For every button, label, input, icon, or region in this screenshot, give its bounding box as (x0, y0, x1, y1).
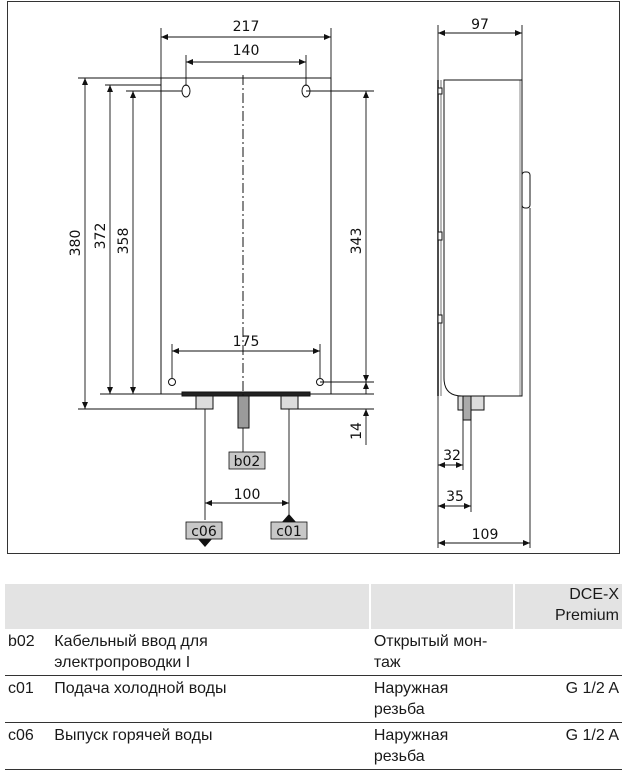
row-value (513, 629, 622, 676)
row-value: G 1/2 A (513, 722, 622, 770)
b02-label-box (228, 451, 266, 470)
model-name-line1: DCE-X (569, 586, 619, 603)
technical-drawing: 217 140 175 100 380 372 358 343 14 b02 c… (68, 17, 531, 548)
connection-labels: b02 c06 c01 (185, 428, 308, 547)
row-description: Кабельный ввод для электропроводки I (51, 629, 371, 676)
dim-height-372: 372 (93, 223, 109, 250)
side-control-knob (521, 171, 531, 209)
front-view (160, 75, 332, 429)
dim-depth-top: 97 (471, 17, 489, 33)
table-row: b02 Кабельный ввод для электропроводки I… (5, 629, 622, 676)
c06-outlet-arrow (198, 539, 212, 547)
row-type: Наружная резьба (369, 722, 515, 770)
row-type: Наружная резьба (369, 675, 515, 723)
dim-height-total: 380 (68, 230, 84, 257)
row-value: G 1/2 A (513, 675, 622, 723)
side-view (437, 79, 531, 421)
dim-offset-32: 32 (443, 448, 461, 464)
dim-bottom-holes: 175 (233, 334, 260, 350)
row-code: c06 (5, 722, 52, 770)
front-dimension-lines (78, 28, 374, 520)
model-header: DCE-X Premium (513, 584, 622, 629)
table-row: c06 Выпуск горячей воды Наружная резьба … (5, 722, 622, 770)
row-description: Выпуск горячей воды (51, 722, 371, 770)
front-bottom-cover (181, 391, 311, 397)
b02-label: b02 (234, 454, 261, 470)
c06-label: c06 (191, 524, 217, 540)
row-code: b02 (5, 629, 52, 676)
c01-inlet-arrow (282, 514, 296, 522)
drawing-frame (7, 1, 620, 554)
c06-pipe (195, 395, 214, 410)
model-name-line2: Premium (554, 607, 619, 624)
row-type: Открытый мон- таж (369, 629, 515, 676)
dim-top-holes: 140 (233, 43, 260, 59)
dim-connection-spacing: 100 (234, 487, 261, 503)
side-pipe (462, 395, 472, 421)
dim-height-343: 343 (349, 228, 365, 255)
c01-pipe (280, 395, 299, 410)
dim-offset-35: 35 (446, 489, 464, 505)
top-left-hole (181, 84, 191, 98)
dim-height-14: 14 (349, 422, 365, 440)
dim-width-total: 217 (233, 19, 260, 35)
b02-cable-entry (237, 395, 250, 429)
dim-depth-total: 109 (472, 527, 499, 543)
side-dimension-lines (437, 25, 531, 548)
bottom-left-hole (168, 378, 176, 386)
row-code: c01 (5, 675, 52, 723)
side-body-outline (443, 79, 523, 397)
c01-label: c01 (276, 524, 302, 540)
dim-height-358: 358 (116, 228, 132, 255)
table-row: c01 Подача холодной воды Наружная резьба… (5, 675, 622, 723)
table-header-row: DCE-X Premium (5, 584, 622, 629)
row-description: Подача холодной воды (51, 675, 371, 723)
spec-table: DCE-X Premium b02 Кабельный ввод для эле… (5, 584, 622, 770)
